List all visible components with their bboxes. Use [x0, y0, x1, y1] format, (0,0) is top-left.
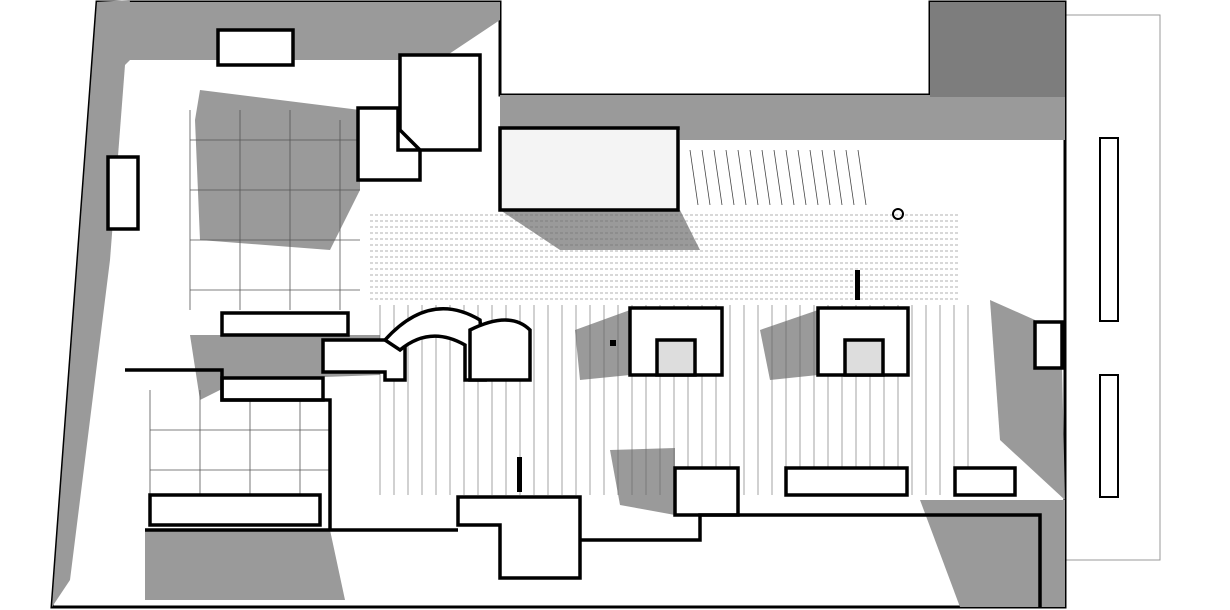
shadow-bottom-left	[145, 530, 345, 600]
left-window-seat	[106, 155, 140, 231]
shadow-island-1	[575, 310, 630, 380]
bottom-counter-2	[784, 466, 909, 497]
window	[1099, 137, 1119, 322]
counter-lower	[220, 376, 325, 402]
stair-tread	[857, 149, 867, 206]
shadow-bottom-right	[920, 500, 1065, 607]
window	[1099, 374, 1119, 498]
right-windows	[1099, 137, 1119, 498]
stair-tread	[725, 149, 735, 206]
shadow-island-2	[760, 310, 818, 380]
stair-tread	[797, 149, 807, 206]
right-wall-niche	[1033, 320, 1064, 370]
bottom-counter-1	[673, 466, 740, 517]
shadow-top-left	[97, 2, 500, 80]
stair-tread	[749, 149, 759, 206]
stair-tread	[821, 149, 831, 206]
stair-tread	[773, 149, 783, 206]
stair-tread	[809, 149, 819, 206]
shadow-top-right-block	[930, 2, 1065, 97]
stair-tread	[845, 149, 855, 206]
top-stair-block	[398, 53, 482, 152]
stair-tread	[689, 149, 699, 206]
left-room-wall	[125, 368, 332, 530]
shadows	[52, 0, 1065, 607]
counter-upper	[220, 311, 350, 337]
stair-tread	[785, 149, 795, 206]
entrance-vestibule	[456, 495, 582, 580]
bottom-counter-3	[953, 466, 1017, 497]
stair-tread	[701, 149, 711, 206]
stair-tread	[713, 149, 723, 206]
posts	[517, 208, 904, 492]
top-left-cabinet	[216, 28, 295, 67]
display-island-1-inner	[655, 338, 697, 377]
shadow-left-wall	[52, 0, 130, 607]
fixtures	[106, 28, 1064, 607]
floor-tiles	[149, 110, 360, 500]
bottom-right-wall	[580, 513, 1042, 607]
shadow-mid-left	[195, 90, 360, 250]
exterior-outline	[1065, 14, 1161, 561]
top-alcove	[498, 126, 680, 212]
stair-tread	[737, 149, 747, 206]
shadow-corridor	[500, 210, 700, 250]
stair-tread	[761, 149, 771, 206]
display-island-2-inner	[843, 338, 885, 377]
staircase	[689, 149, 867, 206]
stair-tread	[833, 149, 843, 206]
bottom-bench	[148, 493, 322, 527]
shadow-bottom-counters	[610, 448, 675, 515]
right-arch	[468, 318, 532, 382]
